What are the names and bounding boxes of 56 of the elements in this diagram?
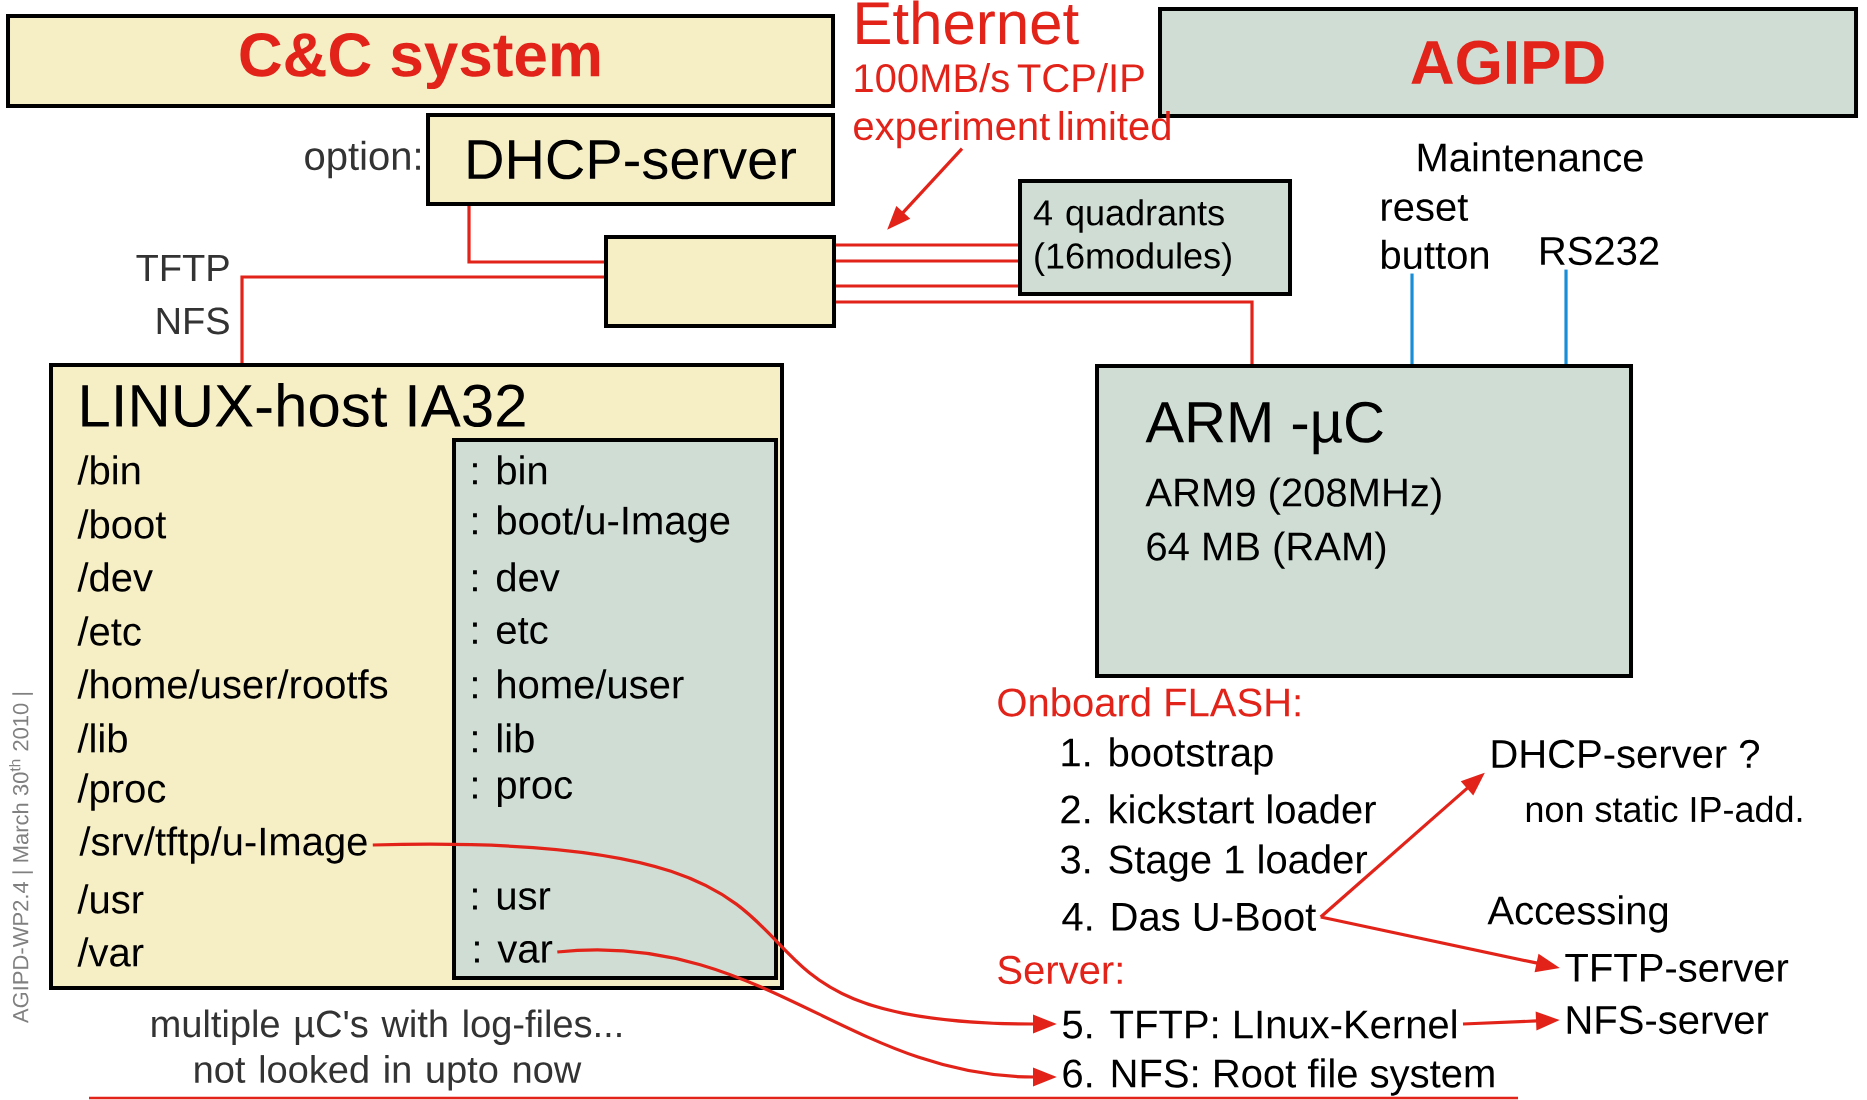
spec-text: 64 MB (RAM) bbox=[1147, 531, 1386, 569]
protocol-label: TFTP bbox=[136, 254, 229, 282]
note: non static IP-add. bbox=[1526, 795, 1802, 823]
system-box: C&C system bbox=[6, 14, 835, 108]
directory-path: /usr bbox=[77, 884, 144, 914]
server-label: TFTP-server bbox=[1565, 954, 1789, 982]
directory-path: /boot bbox=[77, 509, 167, 539]
connector-label: RS232 bbox=[1541, 236, 1659, 266]
directory-path: /home/user/rootfs bbox=[77, 669, 388, 699]
directory-entry: : lib bbox=[473, 723, 534, 753]
spec-text: ARM9 (208MHz) bbox=[1145, 477, 1441, 515]
directory-entry: : home/user bbox=[473, 669, 684, 699]
protocol-label: NFS bbox=[157, 307, 229, 335]
connection-line bbox=[836, 300, 1254, 364]
module-box: 4 quadrants (16modules) bbox=[1018, 179, 1292, 296]
switch-box bbox=[604, 235, 836, 328]
heading: Maintenance bbox=[1418, 142, 1643, 172]
directory-path: /proc bbox=[77, 773, 166, 811]
directory-entry: : var bbox=[475, 941, 553, 963]
directory-entry: : etc bbox=[473, 617, 548, 645]
connector-label: reset button bbox=[1382, 194, 1488, 270]
directory-path: /dev bbox=[77, 562, 153, 592]
box-title: LINUX-host IA32 bbox=[82, 383, 525, 428]
boot-step: 6. NFS: Root file system bbox=[1063, 1058, 1494, 1096]
directory-path: /etc bbox=[77, 616, 141, 646]
note: Accessing bbox=[1487, 895, 1668, 933]
heading: Onboard FLASH: bbox=[998, 687, 1300, 717]
connection-line bbox=[240, 275, 604, 363]
list-item: 2. kickstart loader bbox=[1061, 794, 1376, 824]
directory-entry: : proc bbox=[473, 777, 573, 807]
footer-text: AGIPD-WP2.4 | March 30$^{th}$ 2010 | bbox=[9, 692, 33, 1024]
directory-entry: : boot/u-Image bbox=[473, 505, 730, 543]
connection-line bbox=[467, 206, 604, 264]
boot-step: 5. TFTP: LInux-Kernel bbox=[1063, 1009, 1456, 1039]
side-label: option: bbox=[305, 140, 420, 179]
connection-line bbox=[1564, 269, 1568, 364]
box-title: ARM -µC bbox=[1145, 401, 1383, 455]
connection-line bbox=[836, 259, 1018, 263]
heading: Server: bbox=[998, 955, 1122, 985]
directory-entry: : bin bbox=[473, 455, 547, 485]
directory-entry: : usr bbox=[473, 888, 551, 910]
caption: multiple µC's with log-files... not looked in upto now bbox=[152, 1009, 621, 1091]
directory-entry: : dev bbox=[473, 562, 560, 592]
directory-path: /lib bbox=[77, 723, 127, 753]
list-item: 1. bootstrap bbox=[1062, 737, 1273, 775]
connection-line bbox=[836, 243, 1018, 247]
file-path: /srv/tftp/u-Image bbox=[79, 826, 367, 864]
directory-path: /bin bbox=[77, 455, 140, 485]
server-box: DHCP-server bbox=[426, 113, 835, 206]
connection-line bbox=[1410, 273, 1414, 364]
directory-path: /var bbox=[77, 937, 144, 967]
connection-line bbox=[836, 284, 1018, 288]
list-item: 3. Stage 1 loader bbox=[1060, 844, 1368, 882]
boot-step: 4. Das U-Boot bbox=[1062, 903, 1316, 931]
server-label: NFS-server bbox=[1567, 1005, 1769, 1035]
server-label: DHCP-server ? bbox=[1492, 739, 1759, 769]
